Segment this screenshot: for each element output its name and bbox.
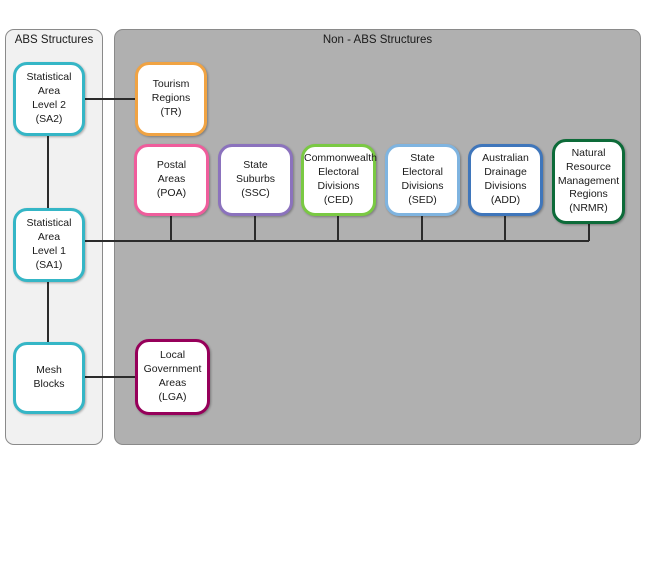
node-sed[interactable]: State Electoral Divisions (SED) — [385, 144, 460, 216]
non-abs-structures-panel-title: Non - ABS Structures — [322, 34, 433, 46]
node-nrmr[interactable]: Natural Resource Management Regions (NRM… — [552, 139, 625, 224]
node-label-lga: Local Government Areas (LGA) — [143, 349, 202, 403]
node-label-sed: State Electoral Divisions (SED) — [401, 152, 444, 206]
node-label-poa: Postal Areas (POA) — [156, 159, 187, 199]
node-label-nrmr: Natural Resource Management Regions (NRM… — [557, 146, 620, 215]
node-ssc[interactable]: State Suburbs (SSC) — [218, 144, 293, 216]
node-ced[interactable]: Commonwealth Electoral Divisions (CED) — [301, 144, 377, 216]
node-label-sa1: Statistical Area Level 1 (SA1) — [26, 217, 72, 271]
node-label-sa2: Statistical Area Level 2 (SA2) — [26, 71, 72, 125]
node-tr[interactable]: Tourism Regions (TR) — [135, 62, 207, 136]
node-label-tr: Tourism Regions (TR) — [151, 78, 191, 118]
node-label-ssc: State Suburbs (SSC) — [235, 159, 276, 199]
node-label-mb: Mesh Blocks — [33, 364, 65, 390]
node-sa1[interactable]: Statistical Area Level 1 (SA1) — [13, 208, 85, 282]
node-lga[interactable]: Local Government Areas (LGA) — [135, 339, 210, 415]
node-label-ced: Commonwealth Electoral Divisions (CED) — [304, 152, 377, 206]
node-sa2[interactable]: Statistical Area Level 2 (SA2) — [13, 62, 85, 136]
node-poa[interactable]: Postal Areas (POA) — [134, 144, 209, 216]
node-mb[interactable]: Mesh Blocks — [13, 342, 85, 414]
abs-structures-panel-title: ABS Structures — [14, 34, 94, 46]
node-label-add: Australian Drainage Divisions (ADD) — [482, 152, 529, 206]
node-add[interactable]: Australian Drainage Divisions (ADD) — [468, 144, 543, 216]
